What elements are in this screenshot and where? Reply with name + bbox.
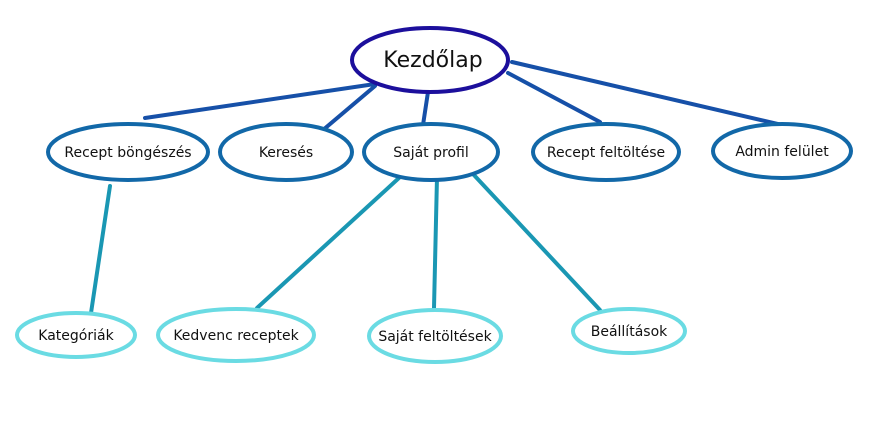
node-kereses[interactable]: Keresés (218, 122, 354, 182)
child-edges (89, 172, 602, 315)
node-recept-bongeszes[interactable]: Recept böngészés (46, 122, 210, 182)
edge-sajat-profil-kedvenc-receptek (255, 175, 402, 310)
root-edges (143, 60, 784, 132)
node-beallitasok[interactable]: Beállítások (571, 307, 687, 355)
node-kategoriak-label: Kategóriák (38, 328, 114, 344)
node-recept-feltoltese[interactable]: Recept feltöltése (531, 122, 681, 182)
node-recept-bongeszes-label: Recept böngészés (64, 145, 191, 161)
node-admin-felulet-label: Admin felület (735, 144, 829, 160)
edge-sajat-profil-beallitasok (471, 172, 602, 312)
node-beallitasok-label: Beállítások (591, 324, 668, 340)
node-kedvenc-receptek-label: Kedvenc receptek (173, 328, 299, 344)
edge-root-sajat-profil (421, 90, 430, 127)
edge-recept-bongeszes-kategoriak (89, 184, 112, 315)
node-sajat-feltoltesek-label: Saját feltöltések (378, 329, 492, 345)
edge-root-admin-felulet (510, 60, 784, 127)
node-root[interactable]: Kezdőlap (350, 26, 510, 94)
edge-root-recept-feltoltese (506, 71, 602, 124)
node-kereses-label: Keresés (259, 145, 313, 161)
edge-root-kereses (321, 84, 377, 132)
edge-sajat-profil-sajat-feltoltesek (432, 175, 439, 310)
edge-root-recept-bongeszes (143, 82, 377, 120)
node-kedvenc-receptek[interactable]: Kedvenc receptek (156, 307, 316, 363)
node-root-label: Kezdőlap (383, 48, 482, 73)
node-sajat-profil-label: Saját profil (393, 145, 468, 161)
node-sajat-feltoltesek[interactable]: Saját feltöltések (367, 308, 503, 364)
node-recept-feltoltese-label: Recept feltöltése (547, 145, 665, 161)
node-kategoriak[interactable]: Kategóriák (15, 311, 137, 359)
node-sajat-profil[interactable]: Saját profil (362, 122, 500, 182)
node-admin-felulet[interactable]: Admin felület (711, 122, 853, 180)
